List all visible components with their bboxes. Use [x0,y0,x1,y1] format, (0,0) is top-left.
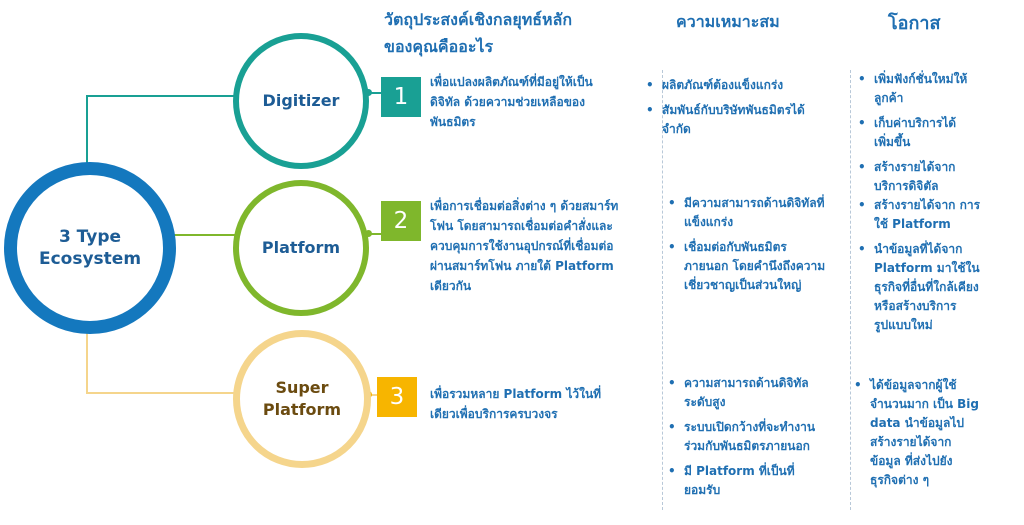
connector-digitizer-h [86,95,235,97]
opportunity-digitizer: เพิ่มฟังก์ชั่นใหม่ให้ลูกค้า เก็บค่าบริกา… [856,70,1016,202]
header-suitability: ความเหมาะสม [676,12,780,31]
list-item: สร้างรายได้จาก การใช้ Platform [856,196,1016,234]
header-objective-line1: วัตถุประสงค์เชิงกลยุทธ์หลัก [384,10,573,29]
ring-super-platform: Super Platform [233,330,371,468]
connector-hub-super [86,305,88,393]
link-2 [369,233,381,235]
header-opportunity: โอกาส [888,13,941,34]
column-separator [662,70,663,510]
objective-digitizer: เพื่อแปลงผลิตภัณฑ์ที่มีอยู่ให้เป็น ดิจิท… [430,72,650,132]
connector-super-h [86,392,235,394]
hub-line2: Ecosystem [38,249,142,269]
objective-super-platform: เพื่อรวมหลาย Platform ไว้ในที่ เดียวเพื่… [430,384,655,424]
connector-hub-digitizer [86,95,88,165]
link-1 [369,92,381,94]
ring-digitizer: Digitizer [233,33,369,169]
list-item: เก็บค่าบริการได้เพิ่มขึ้น [856,114,1016,152]
objective-line: ควบคุมการใช้งานอุปกรณ์ที่เชื่อมต่อ [430,239,614,253]
opportunity-super-platform: ได้ข้อมูลจากผู้ใช้จำนวนมาก เป็น Bigdata … [852,376,1017,496]
number-badge-2: 2 [381,201,421,241]
header-objective-line2: ของคุณคืออะไร [384,37,494,56]
list-item: มีความสามารถด้านดิจิทัลที่แข็งแกร่ง [666,194,851,232]
ring-digitizer-label: Digitizer [262,91,340,110]
list-item: ระบบเปิดกว้างที่จะทำงานร่วมกับพันธมิตรภา… [666,418,851,456]
objective-platform: เพื่อการเชื่อมต่อสิ่งต่าง ๆ ด้วยสมาร์ท โ… [430,196,655,296]
ring-platform: Platform [233,180,369,316]
number-badge-1: 1 [381,77,421,117]
header-objective: วัตถุประสงค์เชิงกลยุทธ์หลัก ของคุณคืออะไ… [384,6,572,60]
list-item: ผลิตภัณฑ์ต้องแข็งแกร่ง [644,76,844,95]
objective-line: พันธมิตร [430,115,476,129]
objective-line: ดิจิทัล ด้วยความช่วยเหลือของ [430,95,585,109]
link-3 [369,394,381,396]
list-item: ได้ข้อมูลจากผู้ใช้จำนวนมาก เป็น Bigdata … [852,376,1017,490]
list-item: สัมพันธ์กับบริษัทพันธมิตรได้จำกัด [644,101,844,139]
ring-super-line1: Super [275,378,329,397]
list-item: เพิ่มฟังก์ชั่นใหม่ให้ลูกค้า [856,70,1016,108]
objective-line: เดียวเพื่อบริการครบวงจร [430,407,558,421]
opportunity-platform: สร้างรายได้จาก การใช้ Platform นำข้อมูลท… [856,196,1016,341]
objective-line: เดียวกัน [430,279,472,293]
list-item: มี Platform ที่เป็นที่ยอมรับ [666,462,851,500]
objective-line: เพื่อแปลงผลิตภัณฑ์ที่มีอยู่ให้เป็น [430,75,593,89]
hub-ecosystem: 3 Type Ecosystem [4,162,176,334]
objective-line: ผ่านสมาร์ทโฟน ภายใต้ Platform [430,259,614,273]
connector-hub-platform [165,234,235,236]
dot-2 [365,230,372,237]
hub-line1: 3 Type [58,227,122,247]
number-badge-3: 3 [377,377,417,417]
suitability-digitizer: ผลิตภัณฑ์ต้องแข็งแกร่ง สัมพันธ์กับบริษัท… [644,76,844,145]
suitability-platform: มีความสามารถด้านดิจิทัลที่แข็งแกร่ง เชื่… [666,194,851,301]
ring-platform-label: Platform [261,238,341,257]
ring-super-line2: Platform [262,400,342,419]
list-item: เชื่อมต่อกับพันธมิตรภายนอก โดยคำนึงถึงคว… [666,238,851,295]
objective-line: เพื่อการเชื่อมต่อสิ่งต่าง ๆ ด้วยสมาร์ท [430,199,619,213]
objective-line: โฟน โดยสามารถเชื่อมต่อคำสั่งและ [430,219,613,233]
objective-line: เพื่อรวมหลาย Platform ไว้ในที่ [430,387,602,401]
